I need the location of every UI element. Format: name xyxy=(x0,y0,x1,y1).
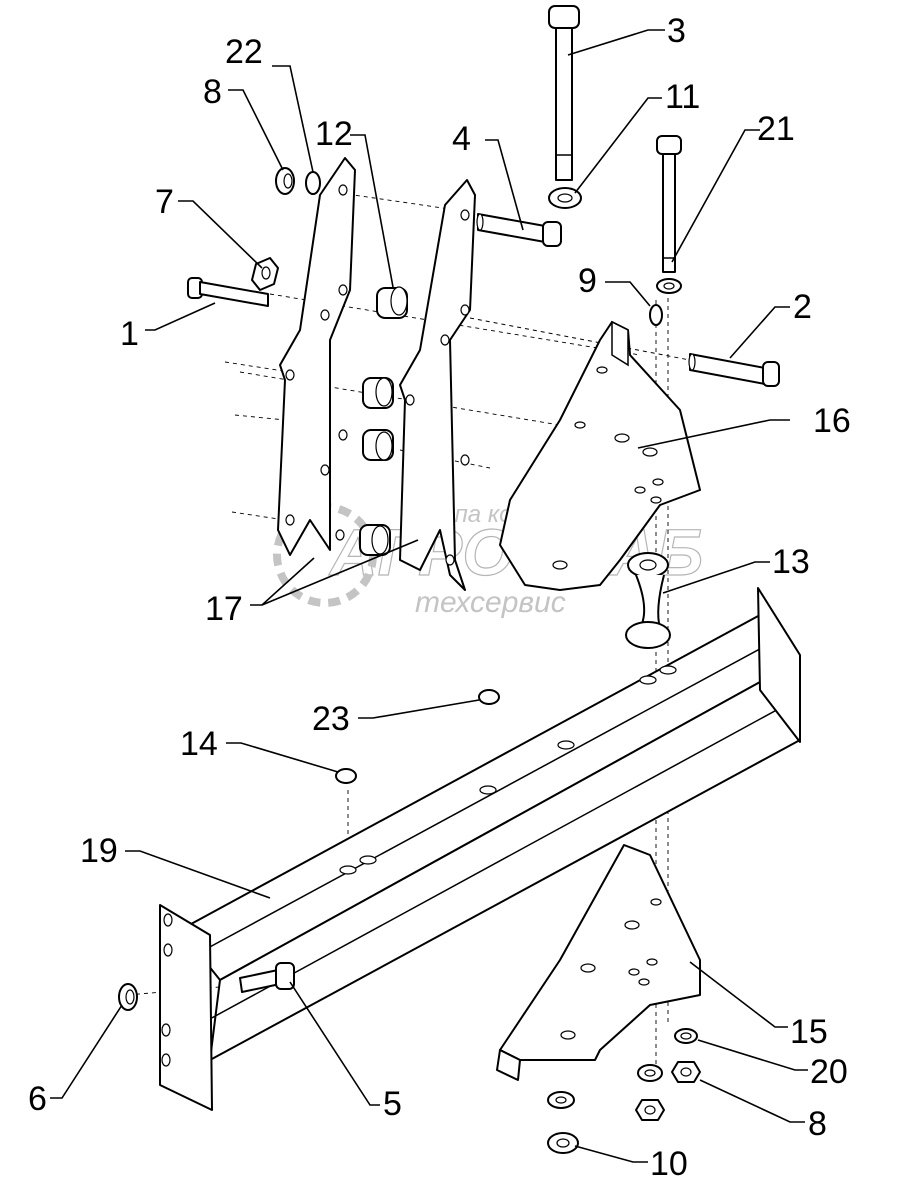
spacer-part-12 xyxy=(359,286,408,556)
washer-part-22 xyxy=(305,171,321,195)
bolt-part-4 xyxy=(476,213,562,247)
leader-lines xyxy=(50,29,808,1163)
callout-13: 13 xyxy=(772,543,810,581)
callout-15: 15 xyxy=(790,1013,828,1051)
nut-part-6 xyxy=(118,983,138,1011)
bracket-part-16 xyxy=(499,320,701,591)
callout-7: 7 xyxy=(155,183,174,221)
watermark-line-3: техсервис xyxy=(415,586,566,619)
callout-8-upper: 8 xyxy=(203,73,222,111)
bolt-part-3 xyxy=(548,5,580,181)
callout-21: 21 xyxy=(757,110,795,148)
callout-11: 11 xyxy=(665,78,700,116)
callout-1: 1 xyxy=(120,315,139,353)
plate-part-17-right xyxy=(399,179,476,591)
bolt-part-2 xyxy=(688,353,780,387)
callout-14: 14 xyxy=(180,725,218,763)
washer-part-9 xyxy=(649,304,663,326)
callout-20: 20 xyxy=(810,1053,848,1091)
callout-5: 5 xyxy=(383,1085,402,1123)
nut-lower-middle xyxy=(635,1099,665,1121)
beam-part-19 xyxy=(159,587,801,1111)
callout-22: 22 xyxy=(225,33,263,71)
nut-part-7 xyxy=(251,257,279,291)
washer-part-20 xyxy=(674,1028,698,1044)
callout-19: 19 xyxy=(80,832,118,870)
callout-9: 9 xyxy=(578,262,597,300)
plate-part-17-left xyxy=(277,157,356,556)
bolt-part-21 xyxy=(656,135,682,294)
washer-lower-left xyxy=(547,1091,575,1109)
callout-10: 10 xyxy=(650,1145,688,1183)
bracket-part-15 xyxy=(496,844,701,1081)
callout-8-lower: 8 xyxy=(808,1105,827,1143)
callout-16: 16 xyxy=(813,402,851,440)
callout-12: 12 xyxy=(315,115,353,153)
nut-part-8-lower xyxy=(671,1061,701,1083)
nut-part-8-upper xyxy=(275,167,295,195)
bolt-part-1 xyxy=(187,277,269,307)
plug-part-23 xyxy=(478,689,500,705)
washer-part-10 xyxy=(547,1132,579,1154)
plug-part-14 xyxy=(335,768,357,784)
callout-17: 17 xyxy=(205,590,243,628)
callout-4: 4 xyxy=(452,120,471,158)
callout-6: 6 xyxy=(28,1080,47,1118)
washer-lower-middle xyxy=(637,1064,663,1082)
callout-23: 23 xyxy=(312,700,350,738)
sleeve-part-13 xyxy=(625,552,671,649)
callout-3: 3 xyxy=(667,12,686,50)
callout-2: 2 xyxy=(793,288,812,326)
callout-labels: 1 2 3 4 5 6 7 8 8 9 10 11 12 13 14 15 16… xyxy=(28,12,851,1183)
washer-part-11 xyxy=(548,187,582,209)
